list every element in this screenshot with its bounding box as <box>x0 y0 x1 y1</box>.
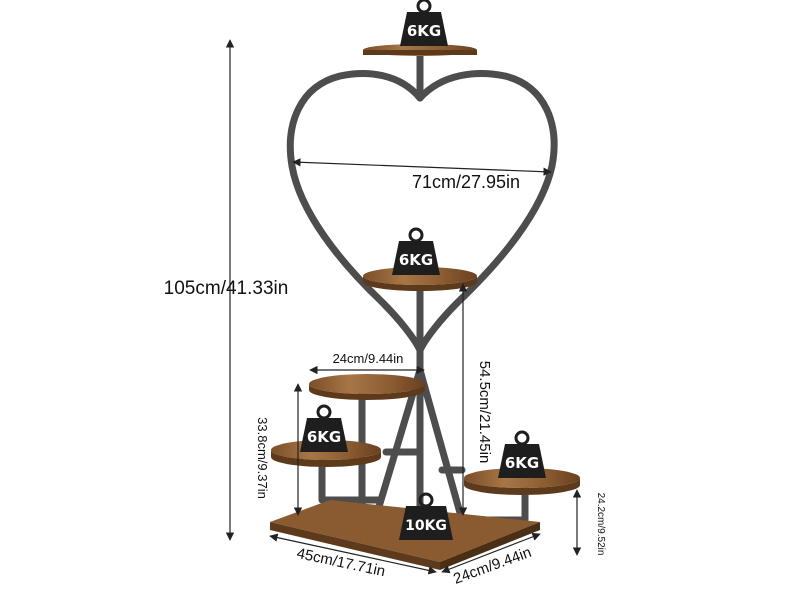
weight-label-left: 6KG <box>307 428 341 446</box>
weight-label-base: 10KG <box>405 518 447 534</box>
weight-badge-left: 6KG <box>300 404 348 452</box>
label-heart-width: 71cm/27.95in <box>412 172 520 192</box>
dim-line-base-width <box>269 533 437 575</box>
label-total-height: 105cm/41.33in <box>164 278 289 299</box>
shelf-upper-left <box>309 374 425 400</box>
weight-label-middle: 6KG <box>399 251 433 269</box>
weight-label-right: 6KG <box>505 454 539 472</box>
weight-badge-base: 10KG <box>399 492 453 540</box>
label-mid-shelf-height: 54.5cm/21.45in <box>476 361 493 464</box>
shelf-top <box>363 44 477 56</box>
weight-label-top: 6KG <box>407 22 441 40</box>
dim-line-base-depth <box>441 532 541 574</box>
dim-line-heart-width <box>292 158 552 176</box>
label-right-shelf-height: 24.2cm/9.52in <box>595 493 606 556</box>
weight-badge-middle: 6KG <box>392 227 440 275</box>
shelf-middle <box>363 267 477 291</box>
label-shelf-diameter: 24cm/9.44in <box>333 351 404 366</box>
weight-badge-top: 6KG <box>400 0 448 46</box>
weight-badge-right: 6KG <box>498 430 546 478</box>
label-left-shelf-height: 33.8cm/9.37in <box>255 417 270 499</box>
